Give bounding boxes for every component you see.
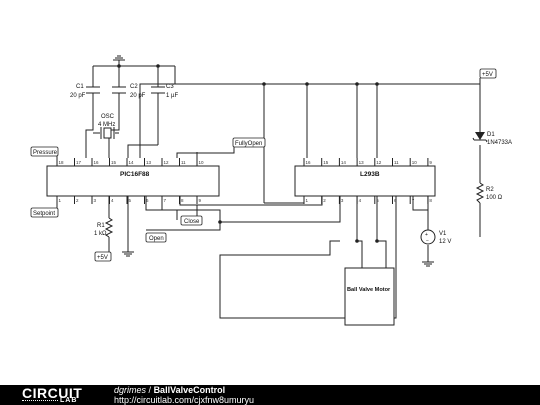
capacitor-c3: C3 1 µF bbox=[151, 84, 178, 99]
driver-bottom-pin-number: 5 bbox=[376, 198, 379, 203]
svg-text:C2: C2 bbox=[130, 84, 138, 90]
mcu-bottom-pin-number: 6 bbox=[146, 198, 149, 203]
driver-top-pin-number: 10 bbox=[412, 160, 418, 165]
driver-top-pin-number: 12 bbox=[376, 160, 382, 165]
svg-text:C1: C1 bbox=[76, 84, 84, 90]
mcu-bottom-pin-number: 2 bbox=[76, 198, 79, 203]
driver-bottom-pin-number: 4 bbox=[359, 198, 362, 203]
svg-text:Ball Valve Motor: Ball Valve Motor bbox=[347, 287, 391, 293]
mcu-bottom-pin-number: 8 bbox=[181, 198, 184, 203]
mcu-top-pin-number: 10 bbox=[199, 160, 205, 165]
driver-bottom-pin-number: 6 bbox=[394, 198, 397, 203]
junctions bbox=[117, 64, 379, 243]
logo-underline-decoration bbox=[22, 400, 58, 403]
driver-top-pin-number: 13 bbox=[359, 160, 365, 165]
mcu-bottom-pin-number: 1 bbox=[59, 198, 62, 203]
svg-text:12 V: 12 V bbox=[439, 239, 451, 245]
driver-top-pin-number: 16 bbox=[306, 160, 312, 165]
svg-text:D1: D1 bbox=[487, 132, 495, 138]
svg-text:1N4733A: 1N4733A bbox=[487, 140, 512, 146]
driver-top-pin-number: 15 bbox=[323, 160, 329, 165]
project-url[interactable]: http://circuitlab.com/cjxfnw8umuryu bbox=[114, 395, 255, 405]
svg-text:Setpoint: Setpoint bbox=[33, 211, 55, 217]
net-label-close: Close bbox=[180, 215, 203, 226]
supply-label-5v-bottom: +5V bbox=[94, 251, 112, 262]
svg-text:−: − bbox=[426, 238, 429, 244]
svg-text:V1: V1 bbox=[439, 231, 447, 237]
svg-text:4 MHz: 4 MHz bbox=[98, 122, 115, 128]
svg-text:FullyOpen: FullyOpen bbox=[235, 141, 262, 147]
svg-text:R1: R1 bbox=[97, 223, 105, 229]
driver-bottom-pin-number: 7 bbox=[412, 198, 415, 203]
mcu-top-pin-number: 17 bbox=[76, 160, 82, 165]
ground-symbol-top bbox=[113, 55, 125, 61]
mcu-top-pin-number: 13 bbox=[146, 160, 152, 165]
author-link[interactable]: dgrimes bbox=[114, 385, 147, 395]
driver-bottom-pin-number: 3 bbox=[341, 198, 344, 203]
net-label-fully-open: FullyOpen bbox=[232, 137, 266, 148]
svg-text:C3: C3 bbox=[166, 84, 174, 90]
project-title[interactable]: BallValveControl bbox=[153, 385, 226, 395]
driver-top-pin-number: 9 bbox=[429, 160, 432, 165]
mcu-top-pin-number: 16 bbox=[94, 160, 100, 165]
svg-text:+: + bbox=[425, 232, 428, 238]
net-label-pressure: Pressure bbox=[30, 146, 59, 157]
svg-text:+5V: +5V bbox=[97, 255, 108, 261]
net-label-open: Open bbox=[145, 232, 167, 243]
mcu-bottom-pin-number: 5 bbox=[129, 198, 132, 203]
driver-top-pin-number: 14 bbox=[341, 160, 347, 165]
svg-text:Pressure: Pressure bbox=[33, 150, 58, 156]
capacitor-c2: C2 20 pF bbox=[112, 84, 146, 99]
mcu-bottom-pin-number: 3 bbox=[94, 198, 97, 203]
voltage-source-v1: + − V1 12 V bbox=[420, 229, 451, 245]
mcu-top-pin-number: 15 bbox=[111, 160, 117, 165]
zener-diode-d1: D1 1N4733A bbox=[472, 132, 512, 146]
author-title-line: dgrimes / BallValveControl bbox=[114, 385, 225, 395]
driver-bottom-pin-number: 2 bbox=[323, 198, 326, 203]
driver-bottom-pin-number: 1 bbox=[306, 198, 309, 203]
svg-text:20 pF: 20 pF bbox=[70, 93, 86, 99]
mcu-bottom-pin-number: 9 bbox=[199, 198, 202, 203]
resistor-r2: R2 100 Ω bbox=[475, 182, 503, 204]
svg-text:100 Ω: 100 Ω bbox=[486, 195, 503, 201]
circuitlab-footer: CIRCUIT LAB dgrimes / BallValveControl h… bbox=[0, 385, 540, 405]
driver-top-pin-number: 11 bbox=[394, 160, 399, 165]
svg-text:Close: Close bbox=[184, 219, 200, 225]
svg-text:+5V: +5V bbox=[482, 72, 493, 78]
capacitor-c1: C1 20 pF bbox=[70, 84, 100, 99]
mcu-top-pin-number: 18 bbox=[59, 160, 65, 165]
ground-symbol-mcu bbox=[122, 251, 134, 257]
crystal-oscillator: OSC 4 MHz bbox=[98, 114, 115, 139]
mcu-bottom-pin-number: 4 bbox=[111, 198, 114, 203]
circuitlab-logo[interactable]: CIRCUIT bbox=[22, 385, 83, 401]
mcu-bottom-pin-number: 7 bbox=[164, 198, 167, 203]
separator: / bbox=[148, 385, 152, 395]
mcu-top-pin-number: 12 bbox=[164, 160, 170, 165]
svg-text:R2: R2 bbox=[486, 187, 494, 193]
svg-text:Open: Open bbox=[149, 236, 164, 242]
net-label-setpoint: Setpoint bbox=[30, 207, 59, 218]
supply-label-5v-right: +5V bbox=[479, 68, 497, 79]
ground-symbol-battery bbox=[422, 261, 434, 267]
svg-text:1 µF: 1 µF bbox=[166, 93, 178, 99]
svg-text:OSC: OSC bbox=[101, 114, 115, 120]
svg-text:PIC16F88: PIC16F88 bbox=[120, 171, 150, 178]
svg-text:20 pF: 20 pF bbox=[130, 93, 146, 99]
ball-valve-motor: Ball Valve Motor bbox=[344, 267, 395, 326]
resistor-r1: R1 1 kΩ bbox=[94, 217, 114, 238]
mcu-top-pin-number: 14 bbox=[129, 160, 135, 165]
driver-bottom-pin-number: 8 bbox=[429, 198, 432, 203]
circuitlab-logo-sub: LAB bbox=[60, 397, 78, 404]
mcu-top-pin-number: 11 bbox=[181, 160, 186, 165]
svg-text:1 kΩ: 1 kΩ bbox=[94, 231, 107, 237]
svg-text:L293B: L293B bbox=[360, 171, 380, 178]
